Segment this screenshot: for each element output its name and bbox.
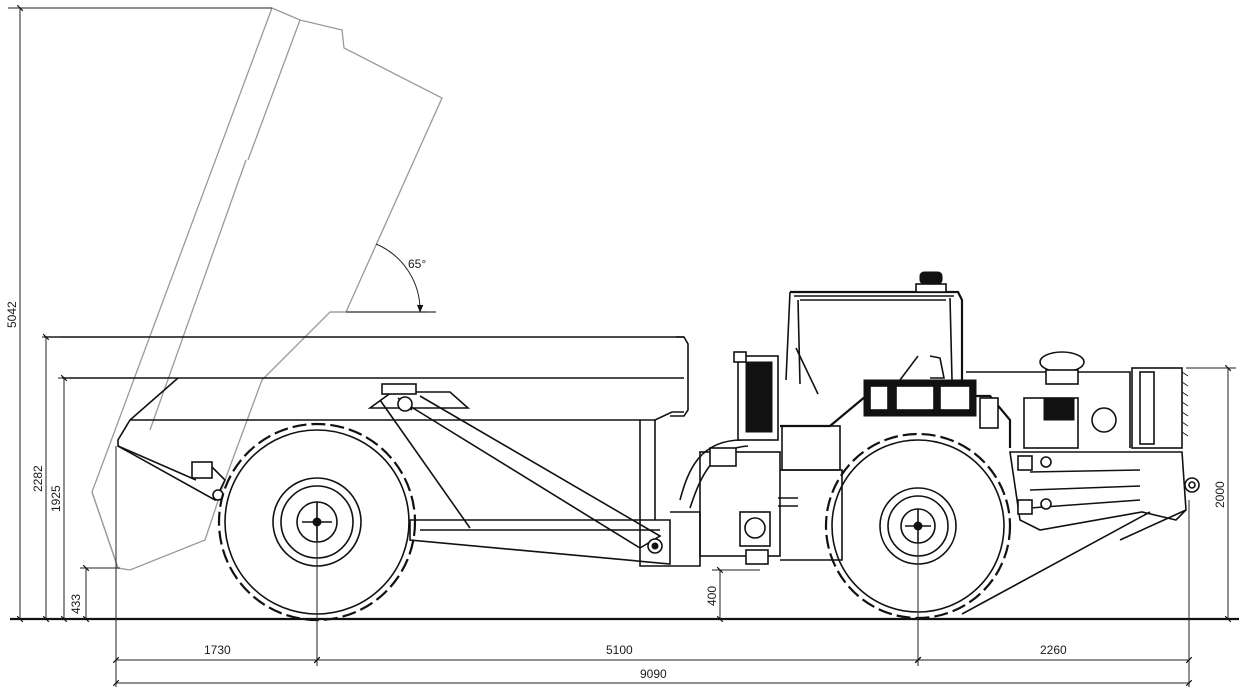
wheel-hub-icon <box>900 508 936 544</box>
dump-angle-label: 65° <box>408 257 426 271</box>
articulation-joint <box>679 439 798 565</box>
dim-ground-clearance: 400 <box>705 566 760 623</box>
dim-rear-overhang: 1730 <box>112 643 321 664</box>
tow-hook-icon <box>1184 477 1200 493</box>
dump-body <box>44 336 689 520</box>
beacon-icon <box>915 271 947 293</box>
dim-front-overhang-label: 2260 <box>1040 643 1067 657</box>
dim-side-height-label: 1925 <box>49 485 63 512</box>
operator-cab <box>733 271 964 441</box>
dim-front-overhang: 2260 <box>914 643 1193 664</box>
rear-frame <box>379 395 701 567</box>
raised-dump-body-outline <box>91 7 443 571</box>
dim-body-height: 2282 <box>31 333 60 623</box>
wheel-hub-icon <box>296 501 338 543</box>
dim-rear-overhang-label: 1730 <box>204 643 231 657</box>
dim-ground-clearance-label: 400 <box>705 586 719 606</box>
dim-body-height-label: 2282 <box>31 465 45 492</box>
dim-tailgate-clearance: 433 <box>69 564 120 623</box>
dim-wheelbase: 5100 <box>313 643 922 664</box>
dim-overall-length-label: 9090 <box>640 667 667 681</box>
dim-tailgate-clearance-label: 433 <box>69 594 83 614</box>
dim-overall-height-label: 2000 <box>1213 481 1227 508</box>
dim-overall-height: 2000 <box>1186 364 1236 623</box>
dim-dump-height: 5042 <box>5 4 272 623</box>
dump-angle-indicator: 65° <box>346 243 436 313</box>
dim-dump-height-label: 5042 <box>5 301 19 328</box>
front-chassis <box>780 351 1200 615</box>
dim-overall-length: 9090 <box>112 667 1193 687</box>
dim-wheelbase-label: 5100 <box>606 643 633 657</box>
dim-side-height: 1925 <box>49 374 70 623</box>
